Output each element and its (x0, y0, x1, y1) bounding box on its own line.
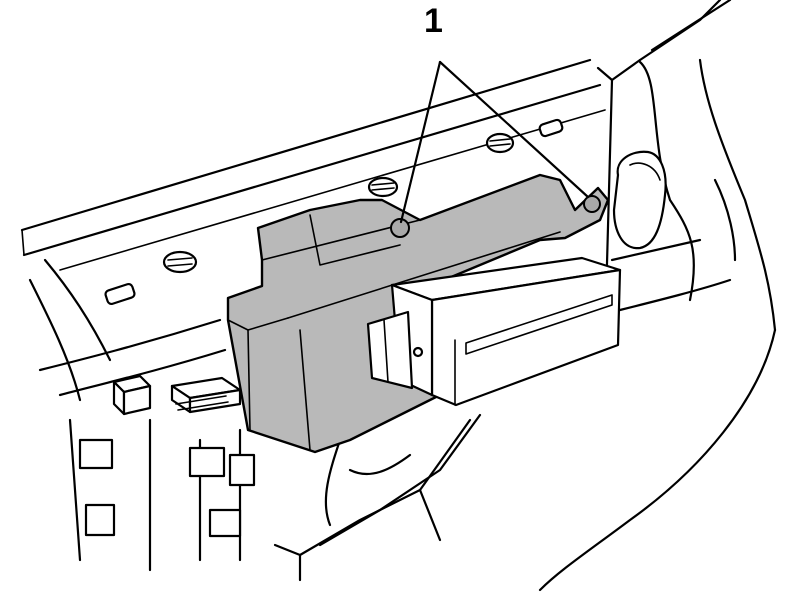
connector-block (208, 508, 242, 538)
screw (412, 346, 424, 358)
vent-slot (485, 132, 515, 154)
lower-left-structure (38, 318, 256, 572)
vent-slot (367, 176, 399, 198)
disc-slot (465, 294, 613, 355)
callout-label-1: 1 (424, 2, 443, 40)
bracket-tab (366, 310, 414, 390)
lower-bracket (273, 413, 482, 582)
vent-slot-row (104, 118, 564, 306)
drive-unit (366, 256, 622, 407)
dashboard-rail (20, 58, 606, 402)
vent-slot (162, 250, 198, 274)
lever-knob (612, 150, 667, 250)
right-frame (538, 0, 777, 592)
callout-leaders (399, 60, 590, 224)
vent-slot (104, 282, 136, 306)
control-module (226, 173, 610, 454)
connector-block (228, 453, 256, 487)
mounting-hole (390, 218, 410, 238)
connector-block (188, 446, 226, 478)
mounting-hole (583, 195, 601, 213)
vent-slot (538, 118, 564, 138)
connector-block (78, 438, 114, 470)
connector-block (84, 503, 116, 537)
